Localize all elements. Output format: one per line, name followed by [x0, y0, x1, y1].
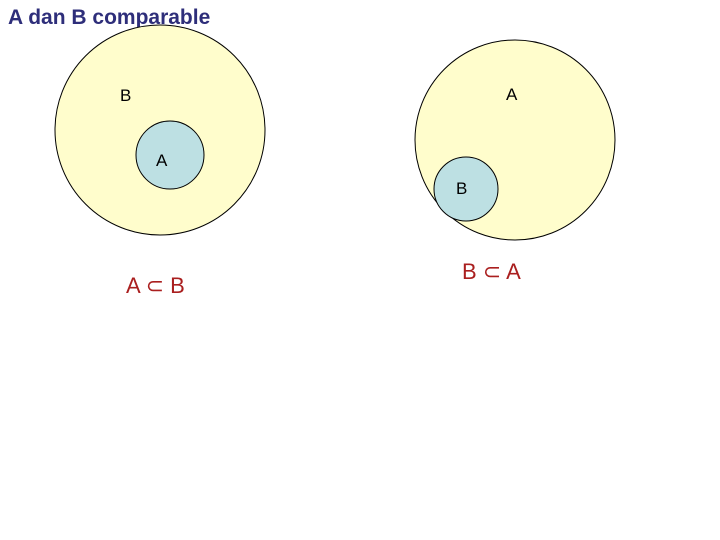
right-outer-set-label: A: [506, 85, 518, 104]
left-inner-set-label: A: [156, 151, 168, 170]
left-relation-label: A ⊂ B: [126, 273, 185, 298]
left-venn-diagram: B A A ⊂ B: [54, 24, 266, 298]
right-venn-diagram: A B B ⊂ A: [414, 39, 616, 284]
left-inner-set-circle: [135, 120, 205, 190]
right-inner-set-circle: [433, 156, 499, 222]
left-outer-set-label: B: [120, 86, 131, 105]
right-inner-set-label: B: [456, 179, 467, 198]
right-relation-label: B ⊂ A: [462, 259, 521, 284]
slide-title: A dan B comparable: [8, 6, 211, 29]
